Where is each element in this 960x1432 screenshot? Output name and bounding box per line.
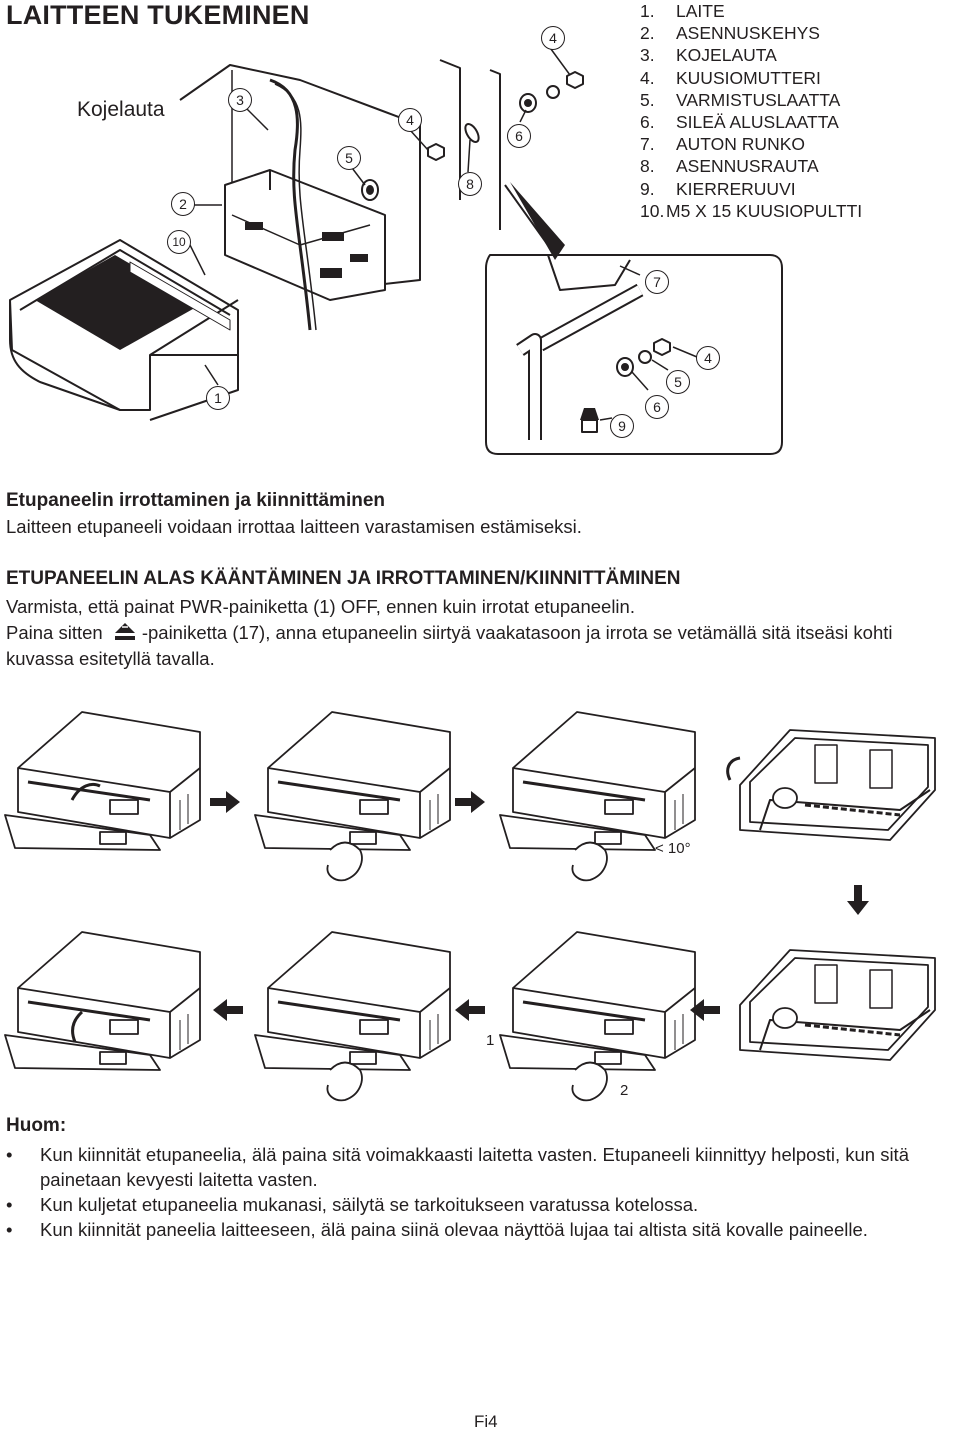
dashboard-label: Kojelauta (77, 98, 165, 121)
list-item: 2.ASENNUSKEHYS (640, 23, 820, 44)
front-panel-steps-figure (4, 711, 936, 1102)
installation-diagram (9, 44, 783, 455)
list-item: •Kun kiinnität etupaneelia, älä paina si… (6, 1144, 909, 1190)
parts-list: 1.LAITE 2.ASENNUSKEHYS 3.KOJELAUTA 4.KUU… (640, 0, 862, 222)
list-item: 6.SILEÄ ALUSLAATTA (640, 112, 839, 133)
callout-10: 10 (167, 230, 191, 254)
arrow-left (455, 999, 485, 1021)
list-item: 10.M5 X 15 KUUSIOPULTTI (640, 200, 863, 221)
step-unit-5 (254, 931, 451, 1102)
step-label-2: 2 (620, 1082, 629, 1099)
step-label-1: 1 (486, 1032, 495, 1049)
page-title: LAITTEEN TUKEMINEN (6, 0, 310, 30)
section-text: Laitteen etupaneeli voidaan irrottaa lai… (6, 516, 582, 537)
arrow-right (210, 791, 240, 813)
step-unit-4 (4, 931, 201, 1071)
callout-7: 7 (645, 270, 669, 294)
list-item: 5.VARMISTUSLAATTA (640, 89, 841, 110)
step-unit-1 (4, 711, 201, 851)
list-item: 3.KOJELAUTA (640, 45, 777, 66)
callout-5: 5 (666, 370, 690, 394)
step-unit-2 (254, 711, 451, 882)
arrow-down (847, 885, 869, 915)
list-item: 8.ASENNUSRAUTA (640, 156, 819, 177)
arrow-right (455, 791, 485, 813)
section-heading: Etupaneelin irrottaminen ja kiinnittämin… (6, 490, 385, 511)
callout-9: 9 (610, 414, 634, 438)
rotate-arrow-icon (70, 756, 741, 1043)
note-title: Huom: (6, 1115, 67, 1136)
instruction-line: Paina sitten -painiketta (17), anna etup… (6, 622, 893, 669)
arrow-left (690, 999, 720, 1021)
callout-6: 6 (645, 395, 669, 419)
page-number: Fi4 (474, 1412, 498, 1431)
callout-4: 4 (398, 108, 422, 132)
section-heading: ETUPANEELIN ALAS KÄÄNTÄMINEN JA IRROTTAM… (6, 568, 681, 589)
callout-8: 8 (458, 172, 482, 196)
step-unit-3 (499, 711, 696, 882)
callout-4: 4 (696, 346, 720, 370)
callout-4: 4 (541, 26, 565, 50)
storage-case-open (739, 729, 936, 841)
storage-case-closed (739, 949, 936, 1061)
instructions: Varmista, että painat PWR-painiketta (1)… (6, 594, 956, 672)
list-item: •Kun kiinnität paneelia laitteeseen, älä… (6, 1219, 868, 1240)
callout-5: 5 (337, 146, 361, 170)
angle-label: < 10° (655, 840, 691, 857)
list-item: 4.KUUSIOMUTTERI (640, 67, 821, 88)
list-item: 9.KIERRERUUVI (640, 178, 796, 199)
list-item: 1.LAITE (640, 1, 725, 21)
callout-2: 2 (171, 192, 195, 216)
note-list: •Kun kiinnität etupaneelia, älä paina si… (6, 1142, 956, 1242)
callout-6: 6 (507, 124, 531, 148)
eject-icon (114, 623, 135, 640)
callout-1: 1 (206, 386, 230, 410)
step-unit-6 (499, 931, 696, 1102)
callout-3: 3 (228, 88, 252, 112)
list-item: 7.AUTON RUNKO (640, 134, 805, 155)
instruction-line: Varmista, että painat PWR-painiketta (1)… (6, 596, 635, 617)
arrow-left (213, 999, 243, 1021)
list-item: •Kun kuljetat etupaneelia mukanasi, säil… (6, 1194, 699, 1215)
